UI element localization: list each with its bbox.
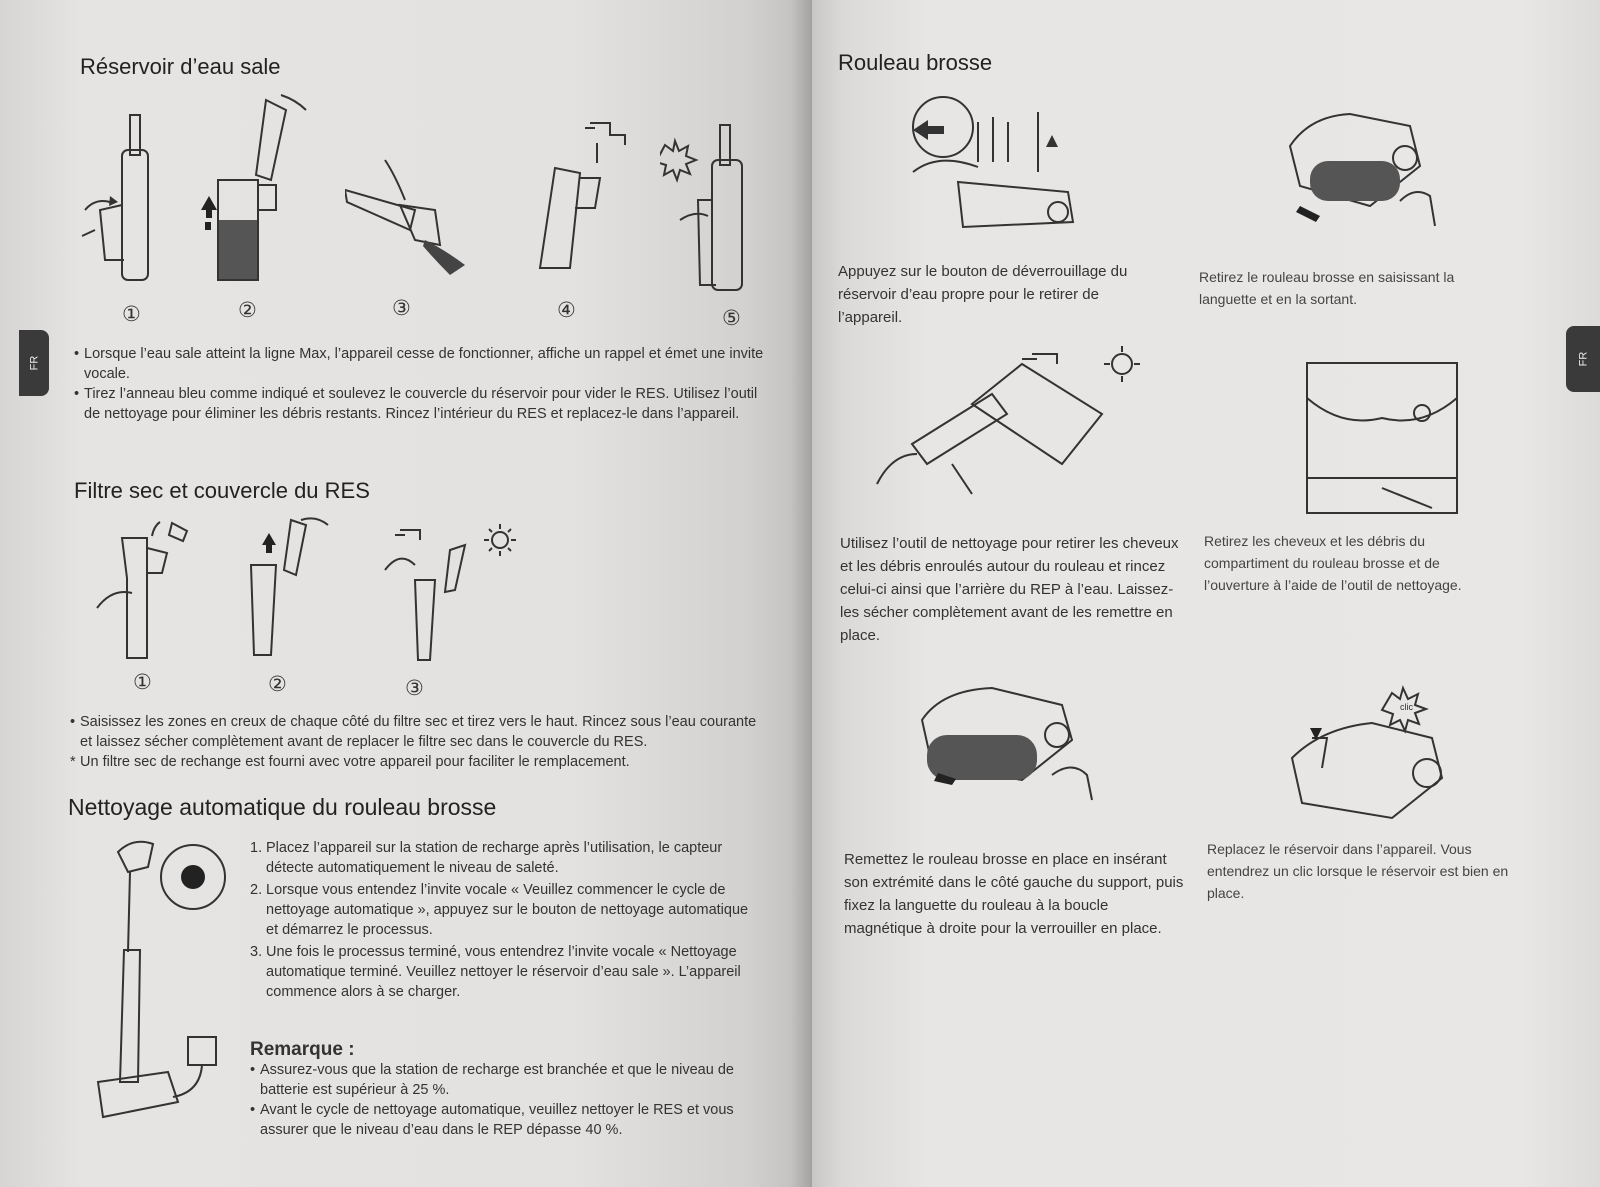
step-number-2: ② [238, 299, 257, 322]
caption-step-1: Appuyez sur le bouton de déverrouillage … [838, 263, 1128, 326]
caption-step-3: Utilisez l’outil de nettoyage pour retir… [840, 535, 1179, 644]
illustration-tank-step-3 [345, 150, 475, 280]
language-tab-left: FR [19, 330, 49, 396]
step-item: 3.Une fois le processus terminé, vous en… [250, 944, 741, 1000]
bullet-text: Saisissez les zones en creux de chaque c… [70, 712, 760, 752]
auto-cleaning-steps: 1.Placez l’appareil sur la station de re… [250, 838, 750, 1004]
section-title-dirty-water-tank: Réservoir d’eau sale [80, 54, 281, 79]
bullet-text: Avant le cycle de nettoyage automatique,… [250, 1100, 750, 1140]
illustration-filter-step-3 [380, 520, 520, 670]
illustration-filter-step-1 [92, 518, 202, 668]
caption-step-2: Retirez le rouleau brosse en saisissant … [1199, 269, 1455, 307]
illustration-remove-brush-roll [1270, 106, 1440, 236]
illustration-tank-step-5 [660, 120, 760, 300]
step-item: 1.Placez l’appareil sur la station de re… [250, 840, 723, 876]
illustration-replace-tank: clic [1282, 678, 1462, 828]
illustration-unlock-button [908, 92, 1088, 242]
illustration-tank-step-4 [535, 118, 635, 278]
illustration-charging-station [88, 832, 238, 1132]
dirty-tank-instructions: Lorsque l’eau sale atteint la ligne Max,… [74, 344, 764, 424]
dry-filter-instructions: Saisissez les zones en creux de chaque c… [70, 712, 760, 772]
section-title-auto-cleaning: Nettoyage automatique du rouleau brosse [68, 794, 497, 820]
section-title-brush-roll: Rouleau brosse [838, 50, 993, 75]
bullet-text: Assurez-vous que la station de recharge … [250, 1060, 750, 1100]
language-tab-right: FR [1566, 326, 1600, 392]
bullet-text: Lorsque l’eau sale atteint la ligne Max,… [74, 344, 764, 384]
step-number-3: ③ [392, 297, 411, 320]
caption-step-5: Remettez le rouleau brosse en place en i… [844, 851, 1184, 937]
step-number-4: ④ [557, 299, 576, 322]
step-number-2: ② [268, 673, 287, 696]
right-page: FR Rouleau brosse Appuyez sur le bouton … [812, 0, 1600, 1187]
step-number-1: ① [133, 671, 152, 694]
step-number-5: ⑤ [722, 307, 741, 330]
remark-title: Remarque : [250, 1039, 355, 1060]
step-number-1: ① [122, 303, 141, 326]
illustration-filter-step-2 [246, 515, 336, 665]
caption-step-4: Retirez les cheveux et les débris du com… [1204, 533, 1462, 593]
illustration-tank-step-2 [196, 90, 316, 290]
click-label: clic [1400, 702, 1413, 712]
step-number-3: ③ [405, 677, 424, 700]
illustration-clean-brush-compartment [1302, 358, 1462, 518]
bullet-text: Tirez l’anneau bleu comme indiqué et sou… [74, 384, 764, 424]
remark-box: Remarque : Assurez-vous que la station d… [250, 1040, 750, 1140]
footnote-text: Un filtre sec de rechange est fourni ave… [70, 752, 760, 772]
caption-step-6: Replacez le réservoir dans l’appareil. V… [1207, 841, 1509, 901]
left-page: FR Réservoir d’eau sale [0, 0, 812, 1187]
illustration-rinse-brush-roll [872, 344, 1152, 524]
illustration-reinstall-brush-roll [912, 680, 1102, 810]
step-item: 2.Lorsque vous entendez l’invite vocale … [250, 882, 749, 938]
illustration-tank-step-1 [80, 110, 170, 290]
section-title-dry-filter: Filtre sec et couvercle du RES [74, 478, 370, 503]
